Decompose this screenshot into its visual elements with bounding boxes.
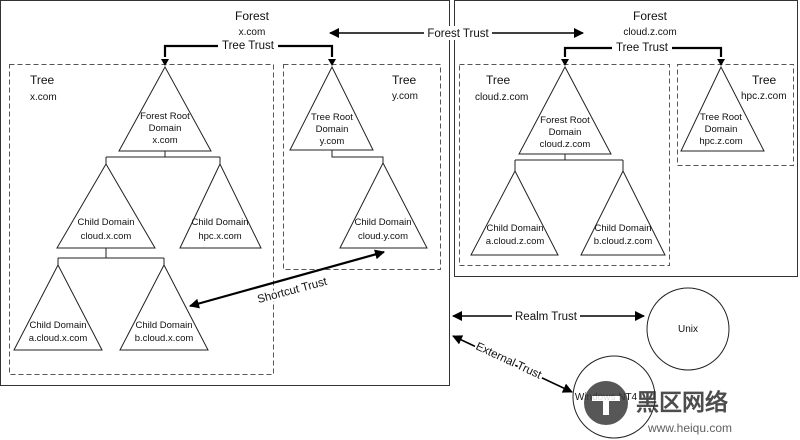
child-b-cloud-x-l2: b.cloud.x.com: [135, 333, 194, 344]
unix-realm-circle: [646, 287, 730, 371]
child-cloud-x-l2: cloud.x.com: [81, 231, 132, 242]
forest-left-box: [0, 0, 450, 386]
tree-root-hpc-z-l1: Tree Root: [700, 112, 742, 123]
forest-root-cloud-z-l1: Forest Root: [540, 115, 590, 126]
child-cloud-y-domain: [339, 161, 428, 249]
child-a-cloud-x-l2: a.cloud.x.com: [29, 333, 88, 344]
forest-root-x-l3: x.com: [152, 135, 177, 146]
child-b-cloud-x-domain: [119, 263, 209, 351]
child-b-cloud-z-l1: Child Domain: [594, 223, 651, 234]
child-b-cloud-x-l1: Child Domain: [135, 320, 192, 331]
forest-root-cloud-z-l2: Domain: [549, 127, 582, 138]
tree-hpc-z-title: Tree: [752, 73, 777, 87]
forest-right-title: Forest: [633, 9, 668, 23]
node-labels: Forest Root Domain x.com Tree Root Domai…: [29, 111, 743, 344]
forest-root-x-l2: Domain: [149, 123, 182, 134]
child-cloud-y-l2: cloud.y.com: [358, 231, 408, 242]
external-trust-label: External Trust: [474, 341, 544, 382]
tree-trust-right-bg: [612, 40, 672, 54]
hierarchy-connectors: [57, 150, 624, 265]
forest-root-x-l1: Forest Root: [140, 111, 190, 122]
forest-left-domain: x.com: [239, 27, 266, 38]
tree-cloud-z-domain: cloud.z.com: [475, 92, 528, 103]
realm-trust-bg: [512, 309, 580, 323]
tree-cloud-z-title: Tree: [486, 73, 511, 87]
unix-label: Unix: [678, 324, 698, 335]
tree-root-y-l3: y.com: [320, 136, 345, 147]
tree-root-hpc-z-l2: Domain: [705, 124, 738, 135]
tree-root-hpc-z-l3: hpc.z.com: [699, 136, 742, 147]
tree-x-domain: x.com: [30, 92, 57, 103]
realm-trust-label: Realm Trust: [515, 311, 578, 323]
child-hpc-x-domain: [179, 162, 262, 249]
child-a-cloud-z-l1: Child Domain: [486, 223, 543, 234]
forest-root-cloud-z-l3: cloud.z.com: [540, 139, 591, 150]
tree-x-title: Tree: [30, 73, 55, 87]
child-hpc-x-l2: hpc.x.com: [198, 231, 241, 242]
child-a-cloud-x-domain: [13, 263, 103, 351]
forest-right-domain: cloud.z.com: [623, 27, 676, 38]
tree-root-y-l2: Domain: [316, 124, 349, 135]
child-b-cloud-z-domain: [580, 169, 666, 256]
watermark: 黑区网络 www.heiqu.com: [584, 381, 732, 435]
child-hpc-x-l1: Child Domain: [191, 217, 248, 228]
shortcut-trust-label: Shortcut Trust: [256, 276, 329, 306]
forest-trust-label: Forest Trust: [427, 28, 489, 40]
tree-y-domain: y.com: [392, 91, 418, 102]
shortcut-trust-arrow: [189, 249, 385, 309]
tree-hpc-z-box: [677, 64, 794, 166]
tree-trust-right-label: Tree Trust: [616, 42, 669, 54]
child-a-cloud-x-l1: Child Domain: [29, 320, 86, 331]
watermark-brand: 黑区网络: [636, 389, 728, 416]
forest-trust-bg: [424, 26, 492, 40]
tree-hpc-z-domain: hpc.z.com: [741, 91, 787, 102]
watermark-logo-icon: [584, 381, 628, 425]
tree-root-y-l1: Tree Root: [311, 112, 353, 123]
tree-root-hpc-z-domain: [680, 65, 765, 152]
child-b-cloud-z-l2: b.cloud.z.com: [594, 236, 653, 247]
child-a-cloud-z-domain: [470, 169, 559, 256]
forest-right-box: [454, 0, 798, 277]
tree-trust-left-bg: [218, 38, 278, 52]
watermark-url: www.heiqu.com: [647, 421, 732, 435]
external-trust-arrow: [452, 335, 573, 393]
child-cloud-y-l1: Child Domain: [354, 217, 411, 228]
child-a-cloud-z-l2: a.cloud.z.com: [486, 236, 545, 247]
tree-x-box: [9, 64, 274, 375]
tree-y-title: Tree: [392, 73, 417, 87]
child-cloud-x-l1: Child Domain: [77, 217, 134, 228]
tree-trust-left-label: Tree Trust: [222, 40, 275, 52]
forest-left-title: Forest: [235, 9, 270, 23]
